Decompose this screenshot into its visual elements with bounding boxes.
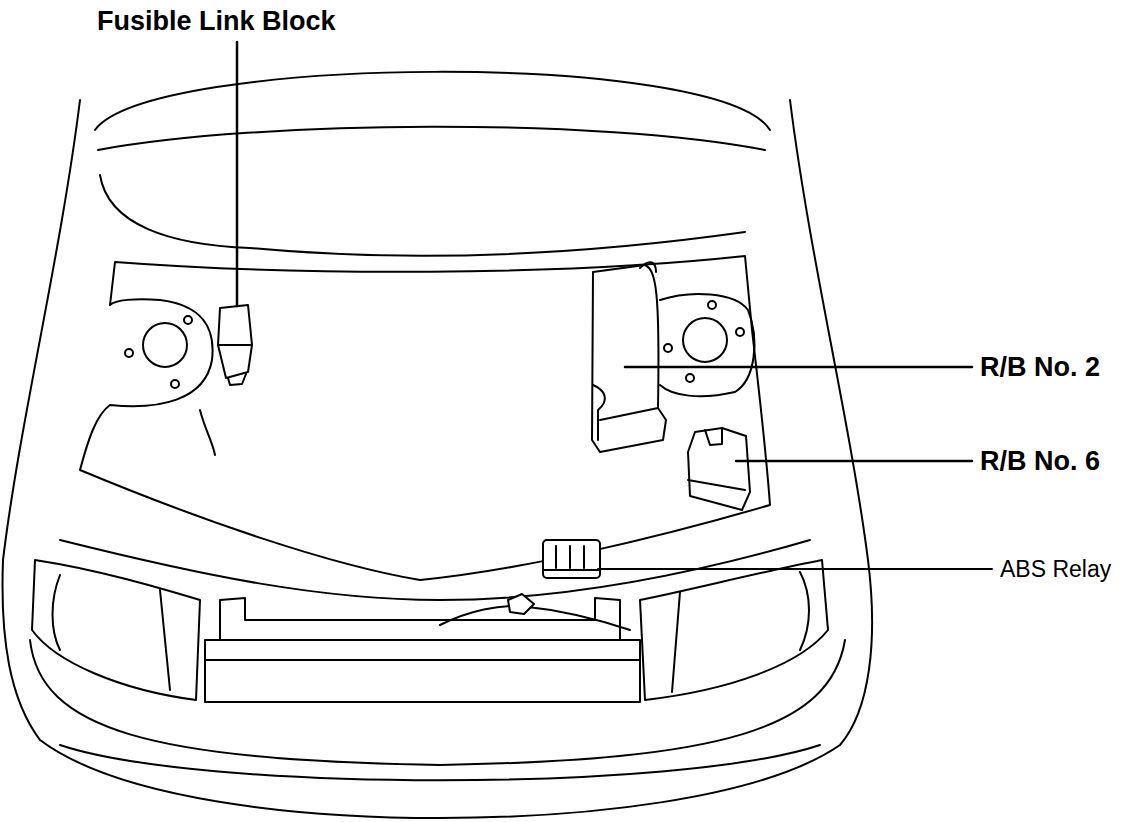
leader-line	[625, 366, 972, 369]
bolt-hole	[736, 328, 744, 336]
callout-label: R/B No. 6	[980, 448, 1100, 475]
strut-tower	[143, 323, 187, 367]
grille	[205, 640, 640, 702]
fusible-link-block-detail	[218, 345, 252, 385]
abs-relay-detail	[543, 546, 600, 570]
bumper	[60, 745, 820, 780]
headlight-detail	[672, 572, 809, 692]
cowl-line	[95, 72, 770, 130]
callout-label: R/B No. 2	[980, 354, 1100, 381]
radiator-support	[220, 598, 620, 640]
strut-tower	[683, 318, 727, 362]
strut-tower-edge	[200, 410, 215, 455]
headlight	[32, 560, 200, 700]
grille-line	[205, 659, 640, 661]
headlight-detail	[53, 575, 171, 690]
leader-line	[736, 460, 972, 463]
bumper	[30, 640, 845, 765]
bolt-hole	[708, 301, 716, 309]
car-body-outline	[2, 100, 872, 818]
bolt-hole	[171, 380, 179, 388]
relay-block-2-detail	[593, 262, 658, 440]
wire	[440, 606, 630, 630]
relay-block-2	[592, 265, 666, 452]
cowl-line	[100, 175, 745, 256]
abs-relay	[543, 540, 600, 578]
bolt-hole	[686, 374, 694, 382]
strut-tower-outline	[660, 294, 754, 396]
bolt-hole	[125, 349, 133, 357]
relay-block-6	[688, 428, 750, 510]
sensor	[508, 594, 534, 614]
bolt-hole	[664, 344, 672, 352]
callout-label: ABS Relay	[1000, 558, 1111, 581]
leader-line	[598, 568, 992, 570]
bolt-hole	[184, 316, 192, 324]
callout-label: Fusible Link Block	[97, 8, 336, 35]
cowl-line	[98, 127, 765, 150]
engine-bay-outline	[80, 256, 770, 580]
relay-block-6-detail	[688, 428, 745, 490]
fusible-link-block	[218, 305, 252, 378]
leader-line	[236, 42, 239, 306]
headlight	[640, 560, 828, 700]
